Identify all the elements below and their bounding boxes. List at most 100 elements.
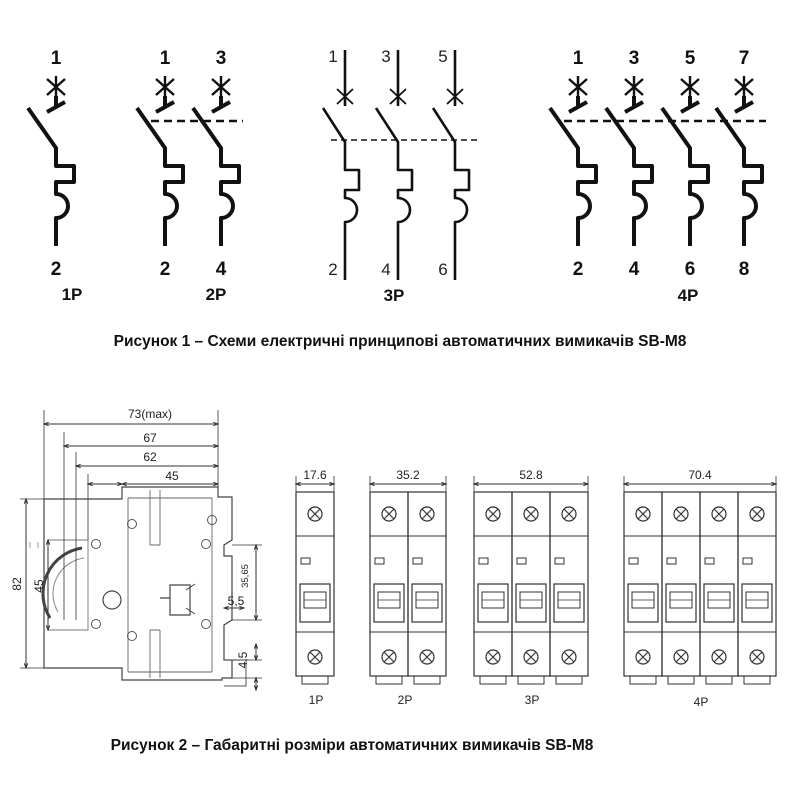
figure-2-caption: Рисунок 2 – Габаритні розміри автоматичн… [111, 737, 594, 754]
terminal-top-label: 5 [438, 47, 447, 66]
rivet-hole [91, 539, 101, 549]
terminal-screw-icon [673, 649, 689, 665]
terminal-bottom-label: 2 [160, 259, 171, 280]
dimension-arrowhead [222, 605, 229, 611]
rivet-hole [201, 619, 211, 629]
din-clip [629, 676, 657, 685]
front-view-label: 3P [525, 693, 540, 707]
figure-1-caption: Рисунок 1 – Схеми електричні принципові … [114, 333, 687, 350]
screw-cross [525, 508, 537, 520]
contact-cross-mark [568, 76, 588, 96]
terminal-screw-icon [749, 506, 765, 522]
screw-cross [525, 651, 537, 663]
terminal-screw-icon [485, 506, 501, 522]
dimension-arrowhead [622, 481, 629, 487]
dimension-label-73max: 73(max) [128, 407, 172, 421]
width-dimension-label: 17.6 [303, 468, 327, 482]
dimension-label-5-5: 5,5 [228, 594, 245, 608]
pole-contact-symbol [321, 107, 361, 280]
pole-contact-symbol [604, 96, 654, 246]
reset-knob [102, 590, 122, 610]
outline-detail [29, 542, 39, 548]
din-clip [479, 676, 507, 685]
terminal-bottom-label: 2 [328, 260, 337, 279]
indicator-window [666, 557, 677, 565]
module-body [549, 491, 589, 677]
screw-cross [309, 651, 321, 663]
dimension-label-45-left: 45 [32, 579, 46, 593]
contact-cross-mark [734, 76, 754, 96]
front-view-label: 1P [309, 693, 324, 707]
screw-cross [713, 508, 725, 520]
dimension-arrowhead [74, 463, 81, 469]
screw-cross [563, 508, 575, 520]
terminal-screw-icon [523, 506, 539, 522]
indicator-window [478, 557, 489, 565]
indicator-window [704, 557, 715, 565]
pole-count-label: 3P [384, 286, 405, 305]
din-clip [517, 676, 545, 685]
terminal-bottom-label: 2 [51, 259, 62, 280]
trip-mechanism-detail [185, 583, 196, 615]
screw-cross [421, 508, 433, 520]
dimension-arrowhead [771, 481, 778, 487]
handle-toggle [373, 583, 405, 623]
terminal-bottom-label: 6 [685, 259, 696, 280]
handle-toggle [665, 583, 697, 623]
dimension-arrowhead [329, 481, 336, 487]
terminal-screw-icon [561, 649, 577, 665]
terminal-screw-icon [307, 649, 323, 665]
contact-cross-mark [211, 76, 231, 96]
pole-contact-symbol [135, 96, 185, 246]
pole-contact-symbol [374, 107, 414, 280]
terminal-screw-icon [307, 506, 323, 522]
handle-toggle [515, 583, 547, 623]
terminal-screw-icon [711, 506, 727, 522]
handle-toggle [411, 583, 443, 623]
screw-cross [637, 651, 649, 663]
terminal-top-label: 7 [739, 48, 750, 69]
screw-cross [637, 508, 649, 520]
dimension-arrowhead [23, 663, 29, 670]
terminal-screw-icon [381, 506, 397, 522]
terminal-bottom-label: 8 [739, 259, 750, 280]
dimension-arrowhead [472, 481, 479, 487]
screw-cross [487, 508, 499, 520]
din-clip [667, 676, 695, 685]
rivet-hole [127, 519, 137, 529]
pole-contact-symbol [548, 96, 598, 246]
terminal-screw-icon [419, 506, 435, 522]
contact-cross-mark [680, 76, 700, 96]
terminal-screw-icon [485, 649, 501, 665]
dimension-arrowhead [253, 655, 259, 662]
handle-toggle [299, 583, 331, 623]
top-terminal-slot [149, 490, 161, 546]
handle-toggle [741, 583, 773, 623]
handle-toggle [703, 583, 735, 623]
module-body [407, 491, 447, 677]
contact-cross-mark [389, 88, 407, 105]
pole-contact-symbol [431, 107, 471, 280]
terminal-screw-icon [635, 649, 651, 665]
front-view-label: 4P [694, 695, 709, 709]
handle-toggle [627, 583, 659, 623]
dimension-arrowhead [294, 481, 301, 487]
terminal-bottom-label: 4 [381, 260, 390, 279]
terminal-screw-icon [749, 649, 765, 665]
dimension-arrowhead [253, 543, 259, 550]
indicator-window [742, 557, 753, 565]
screw-cross [383, 651, 395, 663]
handle-toggle [477, 583, 509, 623]
contact-cross-mark [155, 76, 175, 96]
screw-cross [675, 508, 687, 520]
dimension-arrowhead [253, 676, 259, 683]
dimension-arrowhead [253, 642, 259, 649]
dimension-arrowhead [583, 481, 590, 487]
terminal-top-label: 3 [381, 47, 390, 66]
dimension-arrowhead [253, 615, 259, 622]
width-dimension-label: 70.4 [688, 468, 712, 482]
handle-inner-arc [52, 557, 85, 613]
screw-cross [421, 651, 433, 663]
